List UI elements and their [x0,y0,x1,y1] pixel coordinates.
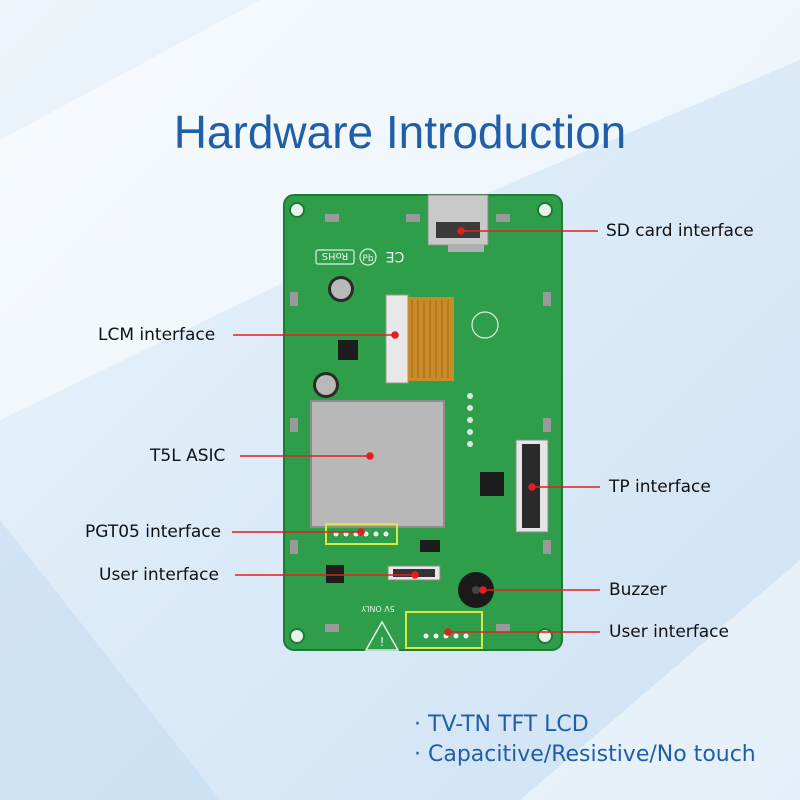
user-interface-highlight-box [405,611,483,649]
t5l-asic-chip [310,400,445,528]
label-pgt05-interface: PGT05 interface [85,522,222,542]
svg-text:!: ! [380,635,385,649]
page-title: Hardware Introduction [173,106,627,158]
leader-lines [232,227,600,636]
feature-item: · TV-TN TFT LCD [414,712,589,737]
label-user-interface-right: User interface [609,622,729,642]
ce-mark: CE [386,248,405,264]
rohs-mark: RoHS [322,250,348,261]
voltage-mark: 5V ONLY [361,604,395,613]
pgt05-highlight-box [325,523,398,545]
user-interface-pins [423,633,469,639]
capacitors [313,276,354,398]
pb-mark: Pb [362,254,373,264]
label-buzzer: Buzzer [609,580,667,600]
label-sd-card-interface: SD card interface [606,221,754,241]
lcm-connector [385,294,454,384]
label-tp-interface: TP interface [609,477,711,497]
label-t5l-asic: T5L ASIC [150,446,226,466]
bullet-dot: · [414,742,428,767]
feature-item: · Capacitive/Resistive/No touch [414,742,756,767]
bullet-dot: · [414,712,428,737]
label-lcm-interface: LCM interface [98,325,216,345]
silkscreen-marks [315,248,499,339]
buzzer [458,572,494,608]
voltage-warning-mark: ! [364,620,400,651]
mounting-holes [289,202,553,644]
label-user-interface-left: User interface [99,565,219,585]
sd-card-slot [427,194,489,252]
